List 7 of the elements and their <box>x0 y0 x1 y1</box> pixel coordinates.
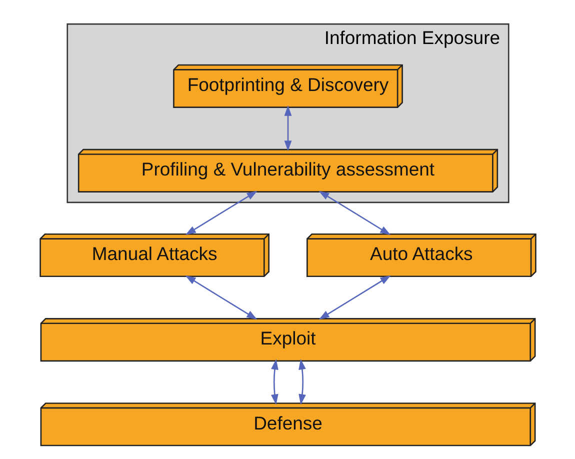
arrow <box>318 190 390 236</box>
arrow <box>298 359 306 405</box>
arrow <box>184 275 257 320</box>
arrow <box>318 275 390 320</box>
arrow <box>284 105 292 152</box>
arrow <box>184 190 257 236</box>
arrow <box>270 359 278 405</box>
